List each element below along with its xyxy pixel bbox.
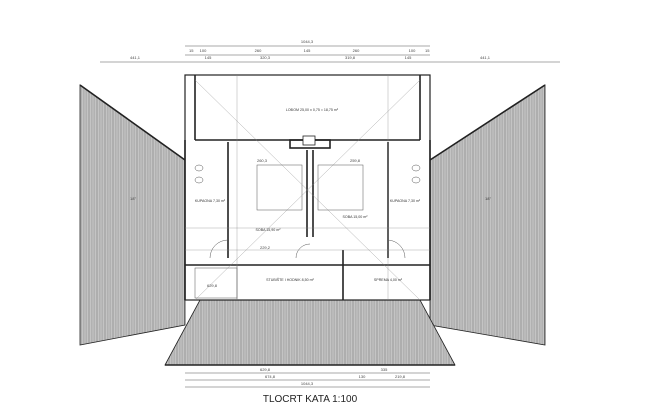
roof-left: [79, 84, 186, 346]
svg-text:629,8: 629,8: [260, 367, 271, 372]
svg-text:260: 260: [255, 48, 262, 53]
bottom-dimensions: 629,8 335 674,8 130 219,8 1044,3: [185, 367, 430, 388]
svg-text:15: 15: [189, 48, 194, 53]
dim-interior: 229,2: [260, 245, 271, 250]
svg-text:335: 335: [381, 367, 388, 372]
room-label-bath-left: KUPAONA 7,30 m²: [195, 199, 226, 203]
dim-interior: 260,3: [257, 158, 268, 163]
svg-text:15: 15: [425, 48, 430, 53]
svg-text:100: 100: [200, 48, 207, 53]
svg-text:319,8: 319,8: [345, 55, 356, 60]
svg-text:145: 145: [205, 55, 212, 60]
svg-text:219,8: 219,8: [395, 374, 406, 379]
dim-interior: 629,8: [207, 283, 218, 288]
svg-text:320,3: 320,3: [260, 55, 271, 60]
room-label-room-left: SOBA 15,90 m²: [256, 228, 282, 232]
room-label-loggia: LOĐOM 25,00 x 0,75 = 18,75 m²: [286, 108, 339, 112]
svg-text:441,1: 441,1: [130, 55, 141, 60]
roof-bottom: [164, 299, 456, 366]
svg-text:674,8: 674,8: [265, 374, 276, 379]
room-label-room-right: SOBA 15,00 m²: [343, 215, 369, 219]
room-label-bath-right: KUPAONA 7,30 m²: [390, 199, 421, 203]
dim-interior: 259,8: [350, 158, 361, 163]
svg-text:100: 100: [409, 48, 416, 53]
room-label-storage: SPREMA 4,00 m²: [374, 278, 403, 282]
building-outline: [184, 74, 431, 301]
svg-text:130: 130: [359, 374, 366, 379]
roof-right: [429, 84, 546, 346]
svg-text:441,1: 441,1: [480, 55, 491, 60]
room-label-hall: STUBIŠTE I HODNIK 8,50 m²: [266, 277, 315, 282]
svg-text:1044,3: 1044,3: [301, 381, 314, 386]
svg-text:1044,3: 1044,3: [301, 39, 314, 44]
svg-text:260: 260: [353, 48, 360, 53]
drawing-title: TLOCRT KATA 1:100: [263, 394, 358, 405]
top-dimensions: 1044,3 15 100 260 145 260 100 15 145 320…: [100, 39, 560, 63]
roof-slope-left: 18°: [130, 196, 136, 201]
svg-text:145: 145: [304, 48, 311, 53]
svg-text:145: 145: [405, 55, 412, 60]
roof-slope-right: 18°: [485, 196, 491, 201]
